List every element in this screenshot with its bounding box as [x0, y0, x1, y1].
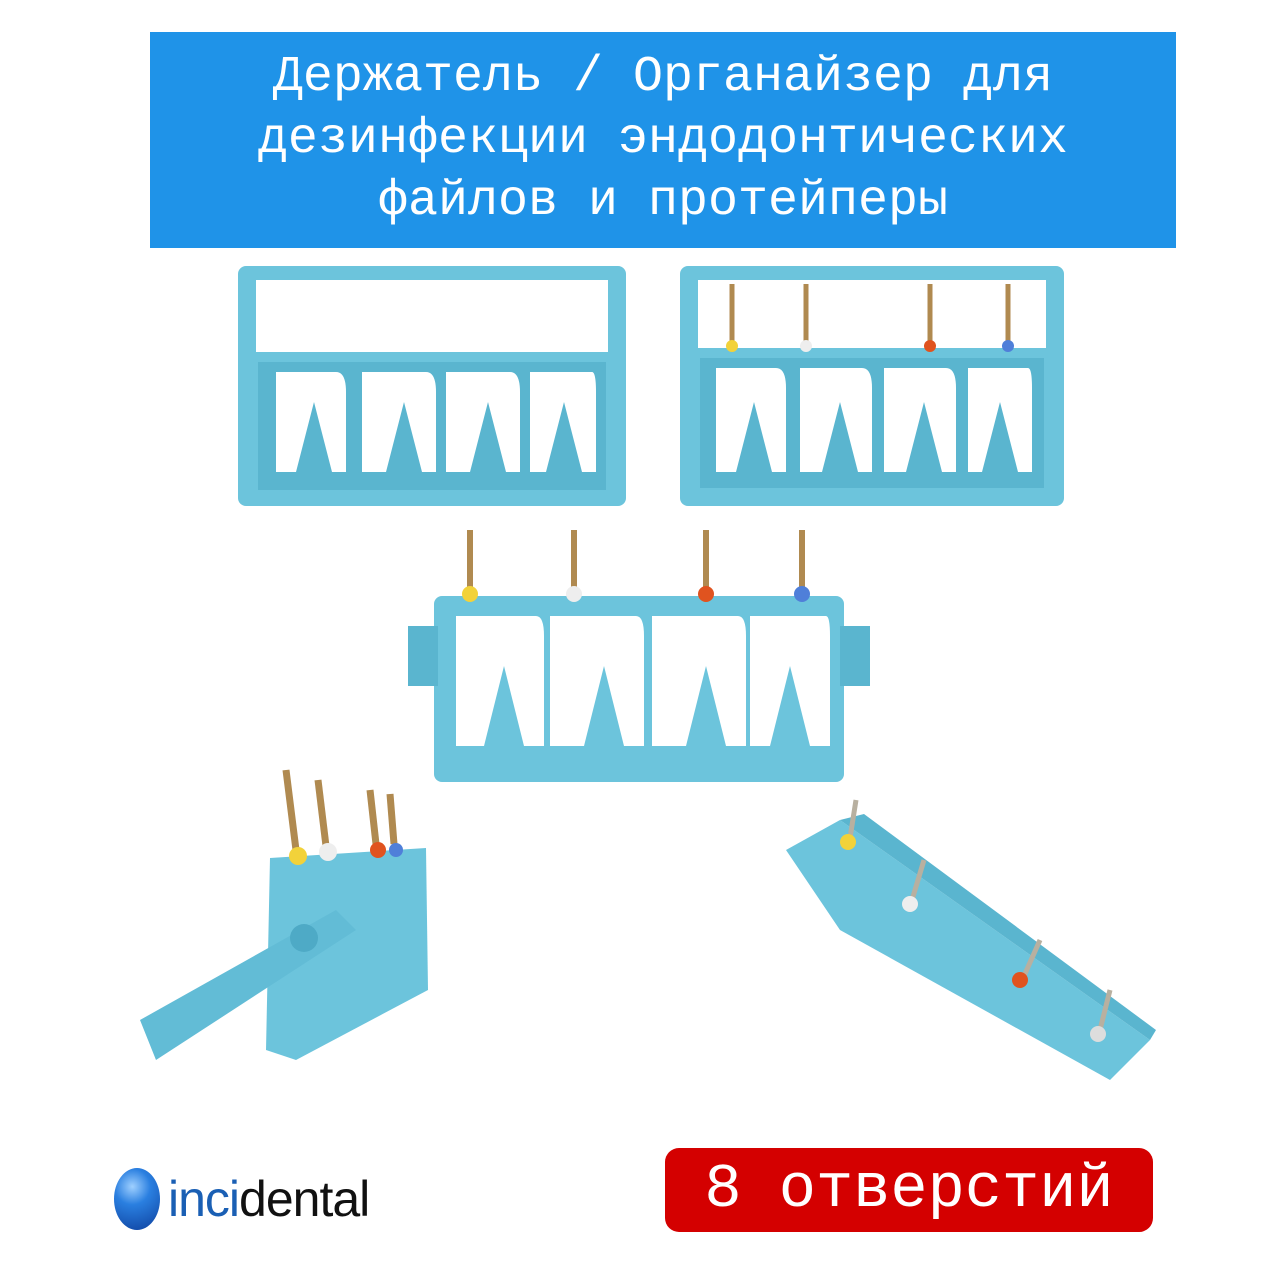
title-banner: Держатель / Органайзер для дезинфекции э…	[150, 32, 1176, 248]
incidental-logo: incidental	[114, 1168, 370, 1230]
holder-empty-image	[238, 266, 626, 506]
holes-count-badge: 8 отверстий	[665, 1148, 1153, 1232]
holder-with-files-image	[680, 266, 1064, 506]
title-line-3: файлов и протейперы	[377, 173, 949, 230]
logo-sphere-icon	[114, 1168, 160, 1230]
holder-front-image	[408, 530, 870, 782]
holder-side-stand-image	[140, 769, 428, 1060]
title-line-2: дезинфекции эндодонтических	[257, 111, 1069, 168]
logo-text: incidental	[168, 1171, 370, 1227]
holder-angled-image	[786, 799, 1156, 1080]
title-line-1: Держатель / Органайзер для	[272, 49, 1054, 106]
